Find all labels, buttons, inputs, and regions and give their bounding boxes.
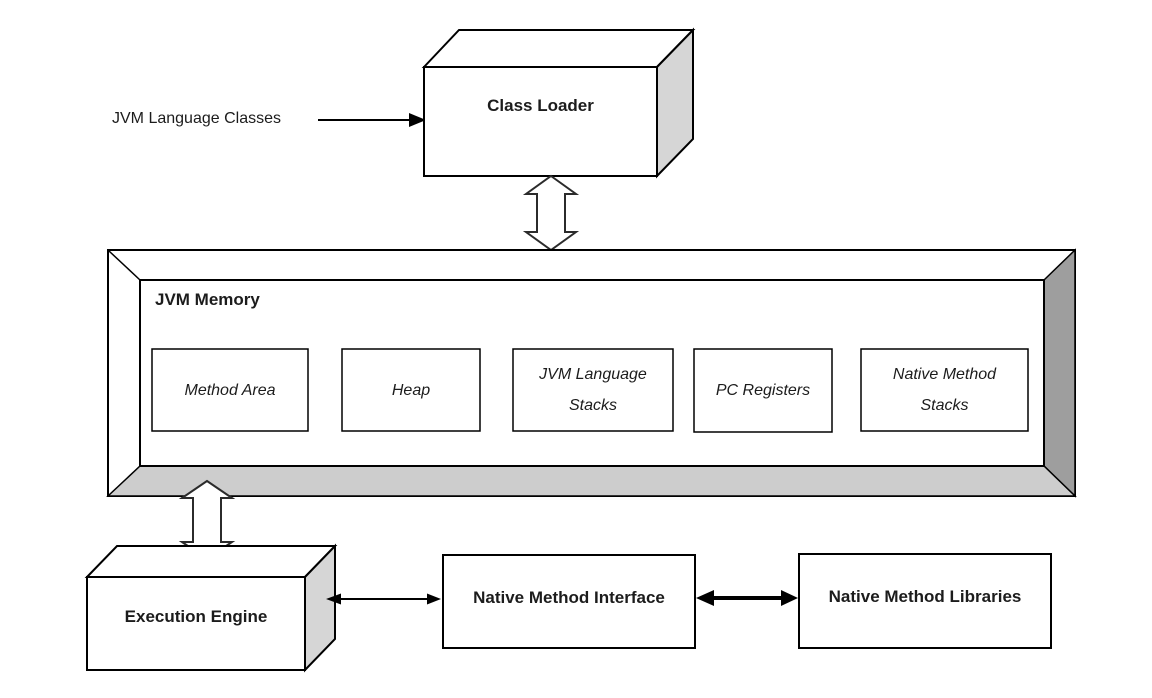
execution-engine-top-face	[84, 545, 338, 578]
memory-cell-label-method-area: Method Area	[184, 381, 276, 399]
memory-cell-label-jvm-language-stacks: JVM Language Stacks	[539, 366, 647, 414]
native-method-interface-box	[442, 554, 696, 649]
memory-cell-box-heap	[341, 348, 481, 432]
native-method-libraries-box	[798, 553, 1052, 649]
class-loader-top-face	[421, 29, 696, 68]
arrow-nmi-nml	[696, 590, 798, 606]
jvm-memory-right-bevel	[1043, 248, 1076, 498]
jvm-memory-bottom-bevel	[106, 465, 1077, 497]
native-method-libraries-label: Native Method Libraries	[828, 587, 1022, 606]
class-loader-label: Class Loader	[487, 96, 594, 115]
memory-cell-boxes	[151, 348, 1029, 433]
jvm-memory-label: JVM Memory	[155, 290, 260, 309]
double-arrow-classloader-memory	[522, 174, 580, 252]
class-loader-box	[421, 27, 696, 179]
memory-cell-box-native-method-stacks	[860, 348, 1029, 432]
jvm-language-classes-label: JVM Language Classes	[112, 110, 281, 127]
execution-engine-box	[84, 543, 338, 673]
memory-cell-box-jvm-language-stacks	[512, 348, 674, 432]
execution-engine-label: Execution Engine	[124, 606, 268, 626]
native-method-interface-label: Native Method Interface	[473, 587, 665, 607]
memory-cell-label-pc-registers: PC Registers	[715, 382, 811, 399]
arrow-input-to-class-loader	[318, 113, 426, 127]
jvm-memory-topleft-bevel-edge	[108, 250, 141, 281]
memory-cell-label-heap: Heap	[391, 381, 431, 399]
memory-cell-label-native-method-stacks: Native Method Stacks	[892, 366, 997, 414]
arrow-execution-engine-nmi	[326, 593, 441, 605]
memory-cell-box-method-area	[151, 348, 309, 432]
class-loader-front-face	[423, 66, 658, 177]
memory-cell-box-pc-registers	[693, 348, 833, 433]
execution-engine-front-face	[86, 576, 306, 671]
